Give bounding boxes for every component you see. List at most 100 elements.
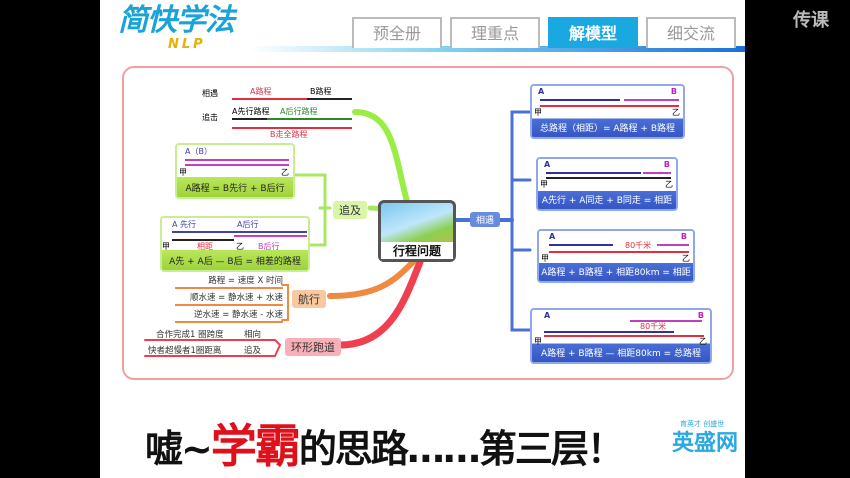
a-first-label: A 先行 bbox=[172, 220, 197, 229]
line bbox=[172, 231, 307, 233]
formula: 顺水速 = 静水速 + 水速 bbox=[175, 293, 283, 306]
branch-top bbox=[352, 109, 411, 208]
chase-box-1: A（B） 甲 乙 A路程 = B先行 + B后行 bbox=[175, 143, 295, 199]
box-caption: A路程 + B路程 + 相距80km = 相距 bbox=[541, 268, 691, 278]
ring-item: 合作完成1 圈跨度 bbox=[156, 330, 224, 340]
bar-label: A路程 bbox=[250, 87, 272, 96]
box-caption: A先行 + A同走 + B同走 = 相距 bbox=[541, 196, 673, 206]
line bbox=[549, 244, 613, 246]
header-bar bbox=[250, 46, 745, 52]
chase-box-2: A 先行 A后行 甲 相距 乙 B后行 A先 + A后 — B后 = 相差的路程 bbox=[160, 216, 310, 272]
bar-a bbox=[232, 98, 307, 100]
boat-items: 路程 = 速度 X 时间 顺水速 = 静水速 + 水速 逆水速 = 静水速 - … bbox=[175, 276, 283, 323]
logo: 简快学法 bbox=[118, 3, 235, 38]
bar-a-after bbox=[267, 118, 352, 120]
a-label: A bbox=[538, 87, 545, 96]
gap-label: 80千米 bbox=[640, 322, 667, 331]
line bbox=[624, 99, 679, 101]
bar-label: B走全路程 bbox=[270, 130, 308, 139]
box-caption: A路程 = B先行 + B后行 bbox=[185, 184, 285, 194]
watermark: 传课 bbox=[793, 10, 829, 31]
tab-models[interactable]: 解模型 bbox=[548, 17, 638, 48]
a-after-label: A后行 bbox=[237, 220, 259, 229]
slogan: 嘘~学霸的思路……第三层！ bbox=[145, 410, 625, 476]
bar-label: A先行路程 bbox=[232, 107, 270, 116]
start-label: 甲 bbox=[541, 254, 549, 263]
brand-tagline: 育英才 创盛世 bbox=[680, 420, 725, 428]
line bbox=[657, 244, 689, 246]
line bbox=[630, 320, 702, 322]
line bbox=[185, 159, 289, 161]
mindmap-frame bbox=[122, 66, 734, 380]
start-label: 甲 bbox=[534, 337, 542, 346]
gap-label: 80千米 bbox=[625, 241, 652, 250]
meet-box-1: A B 甲 乙 总路程（相距）= A路程 + B路程 bbox=[530, 84, 685, 139]
label-chase: 追击 bbox=[202, 113, 218, 122]
a-label: A bbox=[544, 311, 551, 320]
end-label: 乙 bbox=[672, 108, 680, 117]
end-label: 乙 bbox=[665, 180, 673, 189]
line bbox=[643, 172, 671, 174]
line bbox=[540, 99, 620, 101]
slogan-highlight: 学霸 bbox=[210, 419, 301, 473]
box-caption: A先 + A后 — B后 = 相差的路程 bbox=[169, 257, 301, 267]
mid-label: 乙 bbox=[236, 242, 244, 251]
branch-boat-fork bbox=[281, 284, 289, 321]
tab-preview[interactable]: 预全册 bbox=[352, 17, 442, 48]
start-label: 甲 bbox=[179, 168, 187, 177]
start-label: 甲 bbox=[162, 242, 170, 251]
start-label: 甲 bbox=[540, 180, 548, 189]
line bbox=[185, 164, 289, 166]
line bbox=[172, 239, 234, 241]
b-label: B bbox=[680, 232, 687, 241]
node-ring[interactable]: 环形跑道 bbox=[285, 338, 341, 356]
bar-label: B路程 bbox=[310, 87, 332, 96]
tab-exchange[interactable]: 细交流 bbox=[646, 17, 736, 48]
b-label: B bbox=[670, 87, 677, 96]
ring-tag: 相向 bbox=[244, 330, 262, 340]
box-caption: A路程 + B路程 — 相距80km = 总路程 bbox=[540, 349, 701, 359]
a-label: A bbox=[544, 160, 551, 169]
meet-box-4: A B 80千米 甲 乙 A路程 + B路程 — 相距80km = 总路程 bbox=[530, 308, 712, 364]
branch-boat bbox=[327, 257, 418, 299]
line bbox=[549, 251, 689, 253]
end-label: 乙 bbox=[281, 168, 289, 177]
box-title: A（B） bbox=[185, 147, 212, 156]
node-boat[interactable]: 航行 bbox=[292, 290, 326, 308]
line bbox=[544, 331, 674, 333]
slogan-pre: 嘘~ bbox=[145, 427, 213, 471]
bar-b-full bbox=[232, 127, 352, 129]
node-chase[interactable]: 追及 bbox=[333, 201, 367, 219]
formula: 路程 = 速度 X 时间 bbox=[175, 276, 283, 289]
ring-item: 快者超慢者1圈距离 bbox=[148, 346, 222, 356]
meet-box-3: A B 80千米 甲 乙 A路程 + B路程 + 相距80km = 相距 bbox=[537, 229, 695, 283]
center-label: 行程问题 bbox=[381, 242, 453, 259]
branch-ring bbox=[336, 258, 424, 349]
meet-chase-diagram: 相遇 追击 A路程 B路程 A先行路程 A后行路程 B走全路程 bbox=[190, 85, 360, 139]
end-label: 乙 bbox=[699, 337, 707, 346]
center-node[interactable]: 行程问题 bbox=[378, 200, 456, 262]
bar-a-first bbox=[232, 118, 267, 120]
b-label: B bbox=[697, 311, 704, 320]
a-label: A bbox=[549, 232, 556, 241]
box-caption: 总路程（相距）= A路程 + B路程 bbox=[540, 124, 675, 134]
bar-label: A后行路程 bbox=[280, 107, 318, 116]
formula: 逆水速 = 静水速 - 水速 bbox=[175, 310, 283, 323]
node-meet[interactable]: 相遇 bbox=[470, 212, 501, 227]
line bbox=[546, 172, 641, 174]
line bbox=[546, 177, 671, 179]
meet-box-2: A B 甲 乙 A先行 + A同走 + B同走 = 相距 bbox=[536, 157, 678, 211]
logo-sub: NLP bbox=[168, 37, 206, 52]
start-label: 甲 bbox=[534, 108, 542, 117]
line bbox=[544, 335, 704, 337]
branch-meet-fork bbox=[510, 110, 532, 332]
gap-label: 相距 bbox=[197, 242, 213, 251]
bar-b bbox=[307, 98, 352, 100]
tab-key-points[interactable]: 理重点 bbox=[450, 17, 540, 48]
branch-ring-fork bbox=[144, 339, 282, 357]
line bbox=[540, 105, 679, 107]
brand-logo: 英盛网 bbox=[672, 431, 739, 456]
ring-tag: 追及 bbox=[244, 346, 262, 356]
b-label: B bbox=[663, 160, 670, 169]
label-meet: 相遇 bbox=[202, 89, 218, 98]
